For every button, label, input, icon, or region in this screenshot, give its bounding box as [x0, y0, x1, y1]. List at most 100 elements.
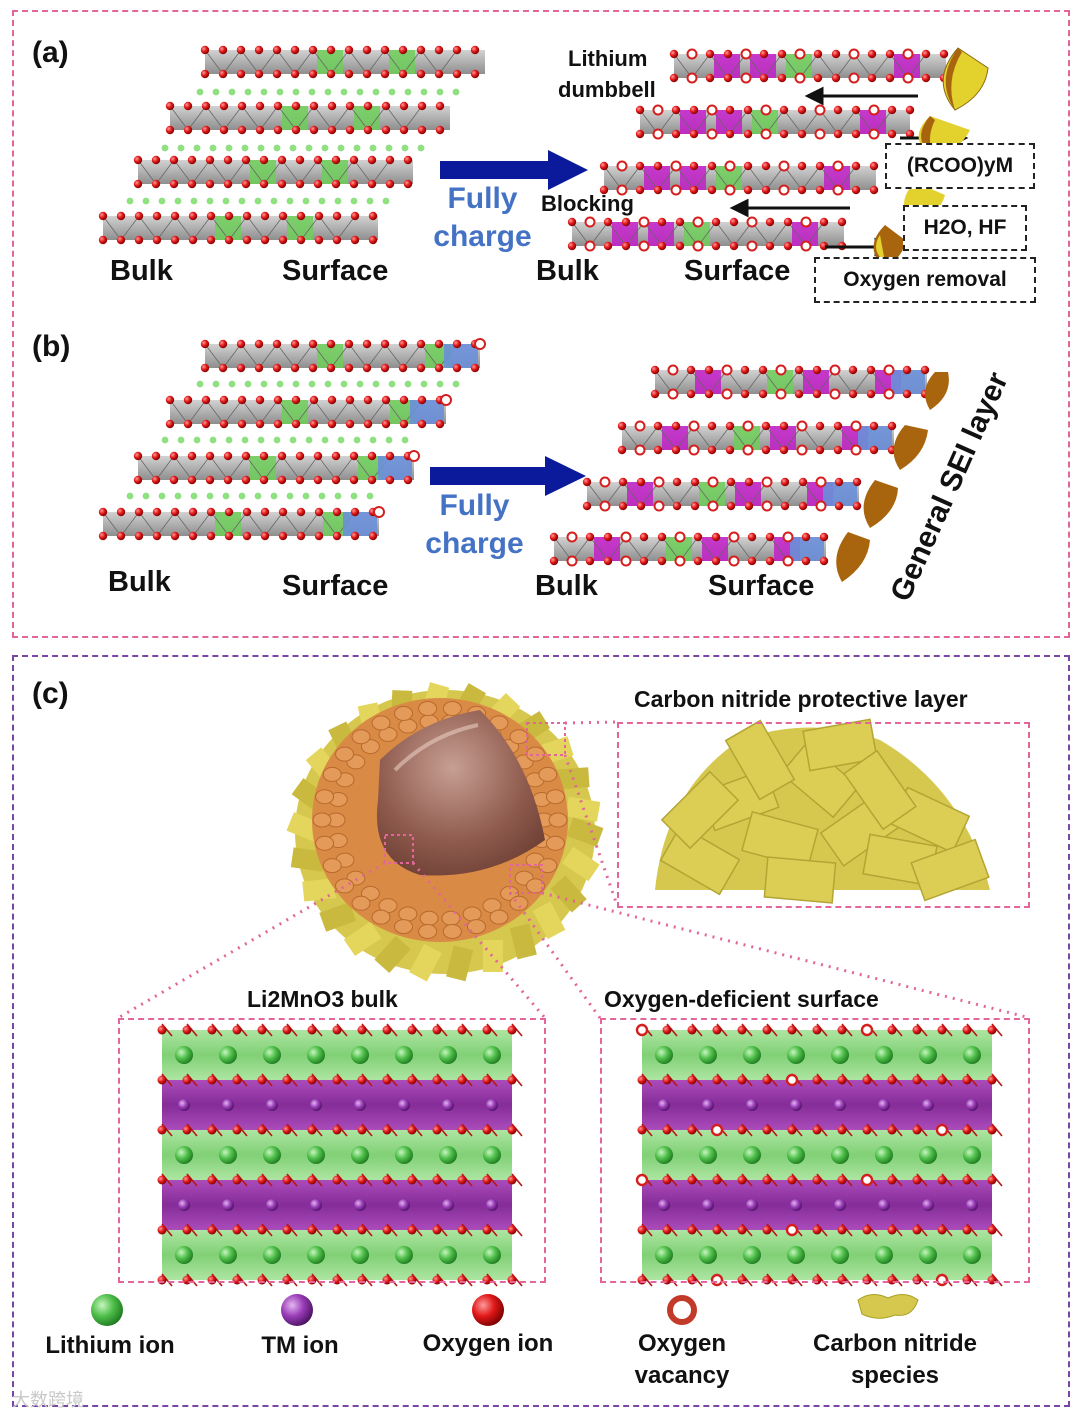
tm-ion: [310, 1199, 322, 1211]
oxygen-vacancy: [832, 160, 844, 172]
oxygen-atom: [812, 1075, 822, 1085]
oxygen-atom: [380, 339, 390, 349]
tm-ion: [266, 1099, 278, 1111]
oxygen-atom: [151, 179, 161, 189]
surface-zoom: [600, 1018, 1030, 1283]
oxygen-atom: [617, 421, 627, 431]
oxygen-atom: [704, 389, 714, 399]
shell-grain: [315, 835, 335, 851]
oxygen-atom: [711, 556, 721, 566]
oxygen-atom: [762, 1025, 772, 1035]
oxygen-atom: [295, 179, 305, 189]
oxygen-atom: [260, 211, 270, 221]
oxygen-vacancy: [721, 388, 733, 400]
oxygen-atom: [237, 125, 247, 135]
lithium-atom: [324, 88, 332, 96]
oxygen-atom: [650, 389, 660, 399]
oxygen-vacancy: [785, 1223, 799, 1237]
oxygen-atom: [693, 556, 703, 566]
protective-layer-title: Carbon nitride protective layer: [634, 686, 968, 712]
tm-ion: [966, 1099, 978, 1111]
oxygen-atom: [385, 179, 395, 189]
oxygen-atom: [241, 451, 251, 461]
h2o-hf-box: H2O, HF: [903, 205, 1027, 251]
lithium-atom: [401, 144, 409, 152]
oxygen-atom: [332, 211, 342, 221]
oxygen-atom: [902, 365, 912, 375]
oxygen-atom: [759, 73, 769, 83]
lithium-ion: [483, 1246, 501, 1264]
oxygen-atom: [206, 235, 216, 245]
legend-icons: [91, 1294, 919, 1326]
oxygen-vacancy: [829, 364, 841, 376]
oxygen-atom: [687, 1075, 697, 1085]
oxygen-atom: [257, 1175, 267, 1185]
oxygen-atom: [259, 155, 269, 165]
oxygen-atom: [797, 129, 807, 139]
oxygen-vacancy: [634, 444, 646, 456]
lithium-atom: [289, 144, 297, 152]
lithium-atom: [276, 380, 284, 388]
oxygen-atom: [765, 532, 775, 542]
lithium-ion: [439, 1146, 457, 1164]
crystal-slab: [567, 216, 847, 252]
oxygen-vacancy: [670, 184, 682, 196]
oxygen-atom: [851, 161, 861, 171]
oxygen-atom: [761, 185, 771, 195]
oxygen-atom: [851, 129, 861, 139]
lithium-atom: [161, 436, 169, 444]
tm-ion: [790, 1099, 802, 1111]
shell-grain: [489, 909, 509, 925]
oxygen-atom: [711, 532, 721, 542]
oxygen-atom: [780, 477, 790, 487]
lithium-ion: [395, 1246, 413, 1264]
oxygen-atom: [134, 531, 144, 541]
oxygen-atom: [200, 45, 210, 55]
oxygen-atom: [744, 477, 754, 487]
oxygen-atom: [218, 45, 228, 55]
oxygen-atom: [242, 235, 252, 245]
h2o-hf-text: H2O, HF: [923, 216, 1007, 239]
carbon-nitride-flake: [343, 921, 382, 957]
lithium-atom: [206, 492, 214, 500]
oxygen-atom: [152, 235, 162, 245]
oxygen-atom: [201, 419, 211, 429]
lithium-atom: [222, 492, 230, 500]
oxygen-vacancy: [794, 72, 806, 84]
oxygen-atom: [165, 419, 175, 429]
oxygen-atom: [368, 235, 378, 245]
lithium-atom: [212, 88, 220, 96]
oxygen-vacancy: [728, 531, 740, 543]
oxygen-atom: [457, 1175, 467, 1185]
lithium-atom: [289, 436, 297, 444]
oxygen-atom: [344, 339, 354, 349]
oxygen-vacancy: [850, 444, 862, 456]
legend-vacancy-2: vacancy: [634, 1362, 730, 1389]
rcoo-box: (RCOO)yM: [885, 143, 1035, 189]
lithium-atom: [260, 88, 268, 96]
oxygen-atom: [758, 365, 768, 375]
oxygen-atom: [278, 531, 288, 541]
oxygen-vacancy: [814, 128, 826, 140]
oxygen-vacancy: [674, 555, 686, 567]
lithium-atom: [177, 144, 185, 152]
oxygen-vacancy: [707, 476, 719, 488]
oxygen-atom: [331, 155, 341, 165]
oxygen-vacancy: [850, 420, 862, 432]
lithium-atom: [254, 197, 262, 205]
oxygen-atom: [585, 556, 595, 566]
lithium-ion: [219, 1246, 237, 1264]
watermark: 大数跨境: [12, 1390, 84, 1410]
oxygen-atom: [381, 419, 391, 429]
lithium-ion: [655, 1246, 673, 1264]
oxygen-atom: [182, 1075, 192, 1085]
carbon-nitride-flake: [532, 901, 566, 940]
oxygen-atom: [432, 1075, 442, 1085]
lithium-atom: [385, 144, 393, 152]
oxygen-vacancy: [620, 555, 632, 567]
oxygen-atom: [507, 1025, 517, 1035]
oxygen-atom: [282, 1075, 292, 1085]
tm-ion: [222, 1199, 234, 1211]
oxygen-vacancy: [815, 476, 827, 488]
rcoo-text: (RCOO)yM: [906, 154, 1014, 177]
